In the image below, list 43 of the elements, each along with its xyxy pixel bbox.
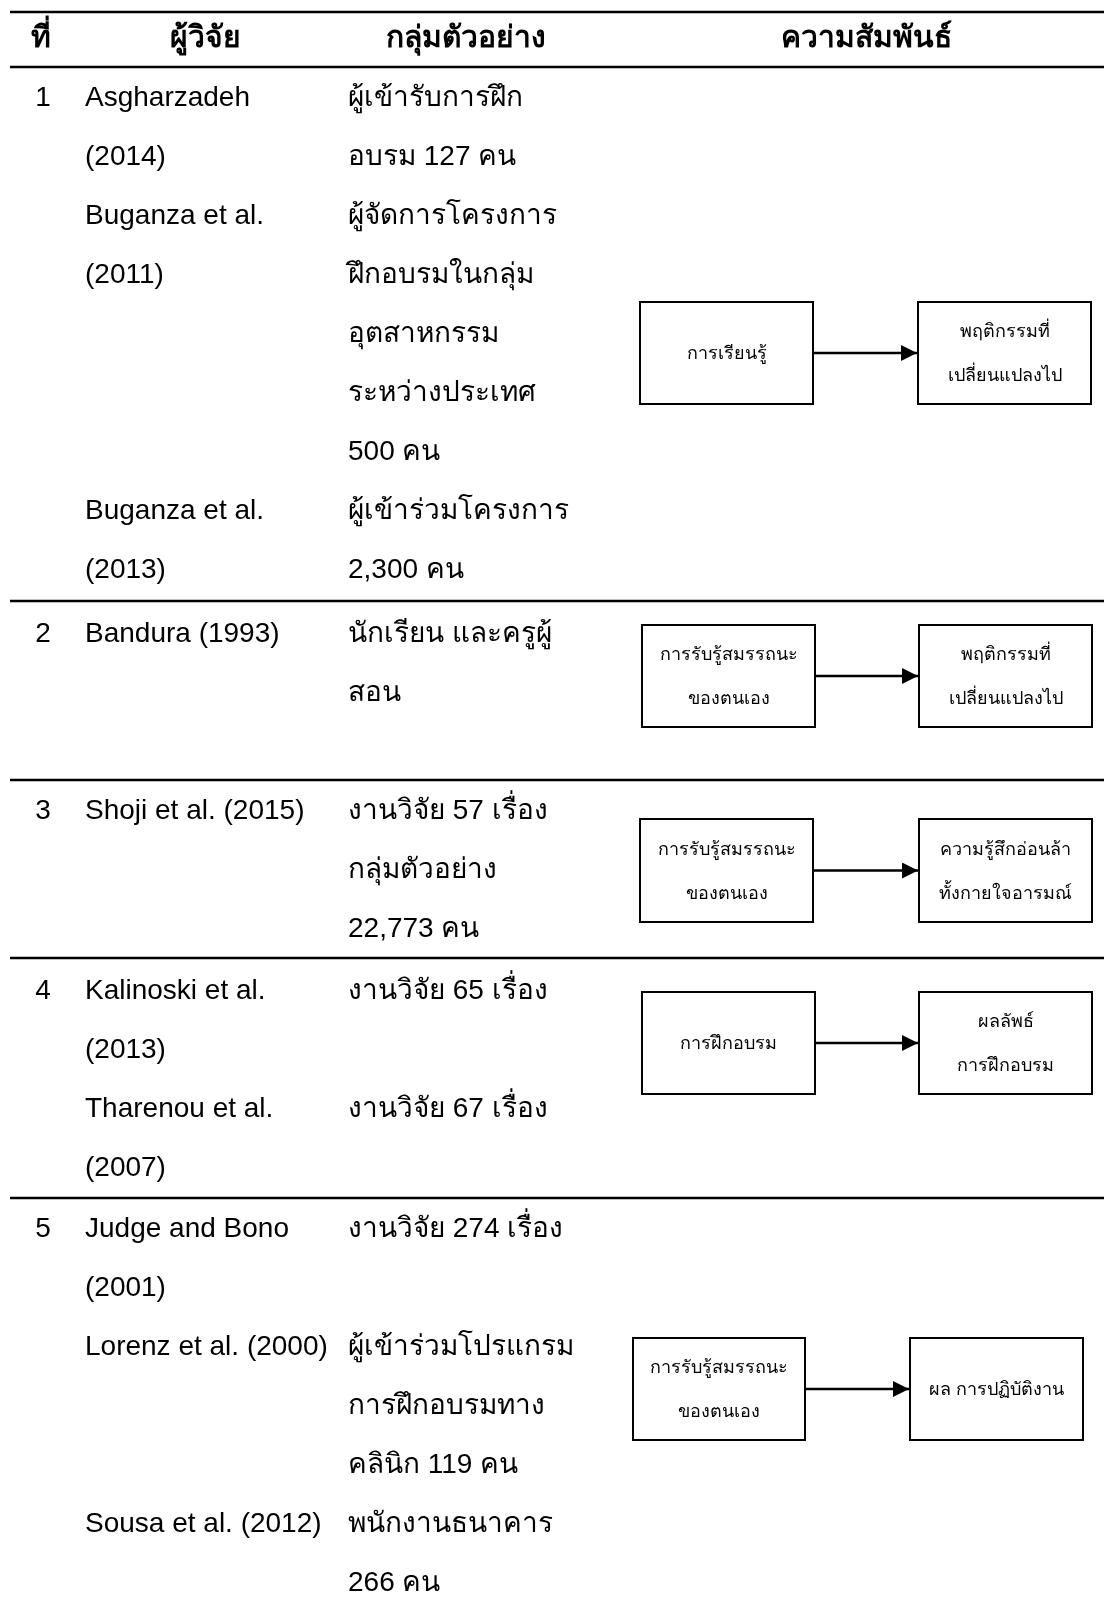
- concept-box: การรับรู้สมรรถนะ ของตนเอง: [641, 624, 816, 728]
- row-number: 5: [34, 1210, 52, 1245]
- concept-box: ความรู้สึกอ่อนล้า ทั้งกายใจอารมณ์: [918, 818, 1093, 923]
- sample-description: ผู้เข้ารับการฝึกอบรม 127 คน: [348, 79, 524, 173]
- sample-description: งานวิจัย 65 เรื่อง: [348, 959, 576, 1019]
- arrow: [806, 1381, 909, 1397]
- sample-description: งานวิจัย 57 เรื่อง กลุ่มตัวอย่าง 22,773 คน: [348, 779, 576, 957]
- arrow: [814, 345, 917, 361]
- concept-box: การรับรู้สมรรถนะ ของตนเอง: [632, 1337, 806, 1441]
- sample-description: ผู้เข้าร่วมโครงการ 2,300 คน: [348, 492, 570, 586]
- column-header: กลุ่มตัวอย่าง: [386, 17, 546, 57]
- concept-box: ผลลัพธ์ การฝึกอบรม: [918, 991, 1093, 1095]
- concept-box: พฤติกรรมที่ เปลี่ยนแปลงไป: [917, 301, 1092, 405]
- concept-box: การเรียนรู้: [639, 301, 814, 405]
- researcher-name: Judge and Bono (2001): [85, 1210, 290, 1304]
- researcher-name: Asgharzadeh (2014): [85, 79, 251, 173]
- arrow: [816, 1035, 918, 1051]
- concept-box: พฤติกรรมที่ เปลี่ยนแปลงไป: [918, 624, 1093, 728]
- column-header: ผู้วิจัย: [169, 17, 241, 57]
- researcher-name: Bandura (1993): [85, 615, 281, 650]
- researcher-name: Tharenou et al. (2007): [85, 1090, 275, 1184]
- row-number: 1: [34, 79, 52, 114]
- sample-description: นักเรียน และครูผู้สอน: [348, 615, 553, 709]
- researcher-name: Shoji et al. (2015): [85, 792, 306, 827]
- column-header: ความสัมพันธ์: [780, 19, 952, 55]
- researcher-name: Kalinoski et al. (2013): [85, 972, 267, 1066]
- researcher-name: Buganza et al. (2013): [85, 492, 266, 586]
- sample-description: งานวิจัย 67 เรื่อง: [348, 1077, 576, 1137]
- researcher-name: Sousa et al. (2012): [85, 1505, 323, 1540]
- researcher-name: Buganza et al. (2011): [85, 197, 266, 291]
- sample-description: พนักงานธนาคาร 266 คน: [348, 1505, 554, 1599]
- row-number: 3: [34, 792, 52, 827]
- researcher-name: Lorenz et al. (2000): [85, 1328, 329, 1363]
- concept-box: การรับรู้สมรรถนะ ของตนเอง: [639, 818, 814, 923]
- arrow: [816, 668, 918, 684]
- sample-description: งานวิจัย 274 เรื่อง: [348, 1197, 576, 1257]
- row-number: 2: [34, 615, 52, 650]
- row-number: 4: [34, 972, 52, 1007]
- sample-description: ผู้เข้าร่วมโปรแกรมการฝึกอบรมทางคลินิก 119 คน: [348, 1328, 575, 1481]
- concept-box: ผล การปฏิบัติงาน: [909, 1337, 1084, 1441]
- concept-box: การฝึกอบรม: [641, 991, 816, 1095]
- column-header: ที่: [31, 17, 51, 57]
- arrow: [814, 862, 918, 879]
